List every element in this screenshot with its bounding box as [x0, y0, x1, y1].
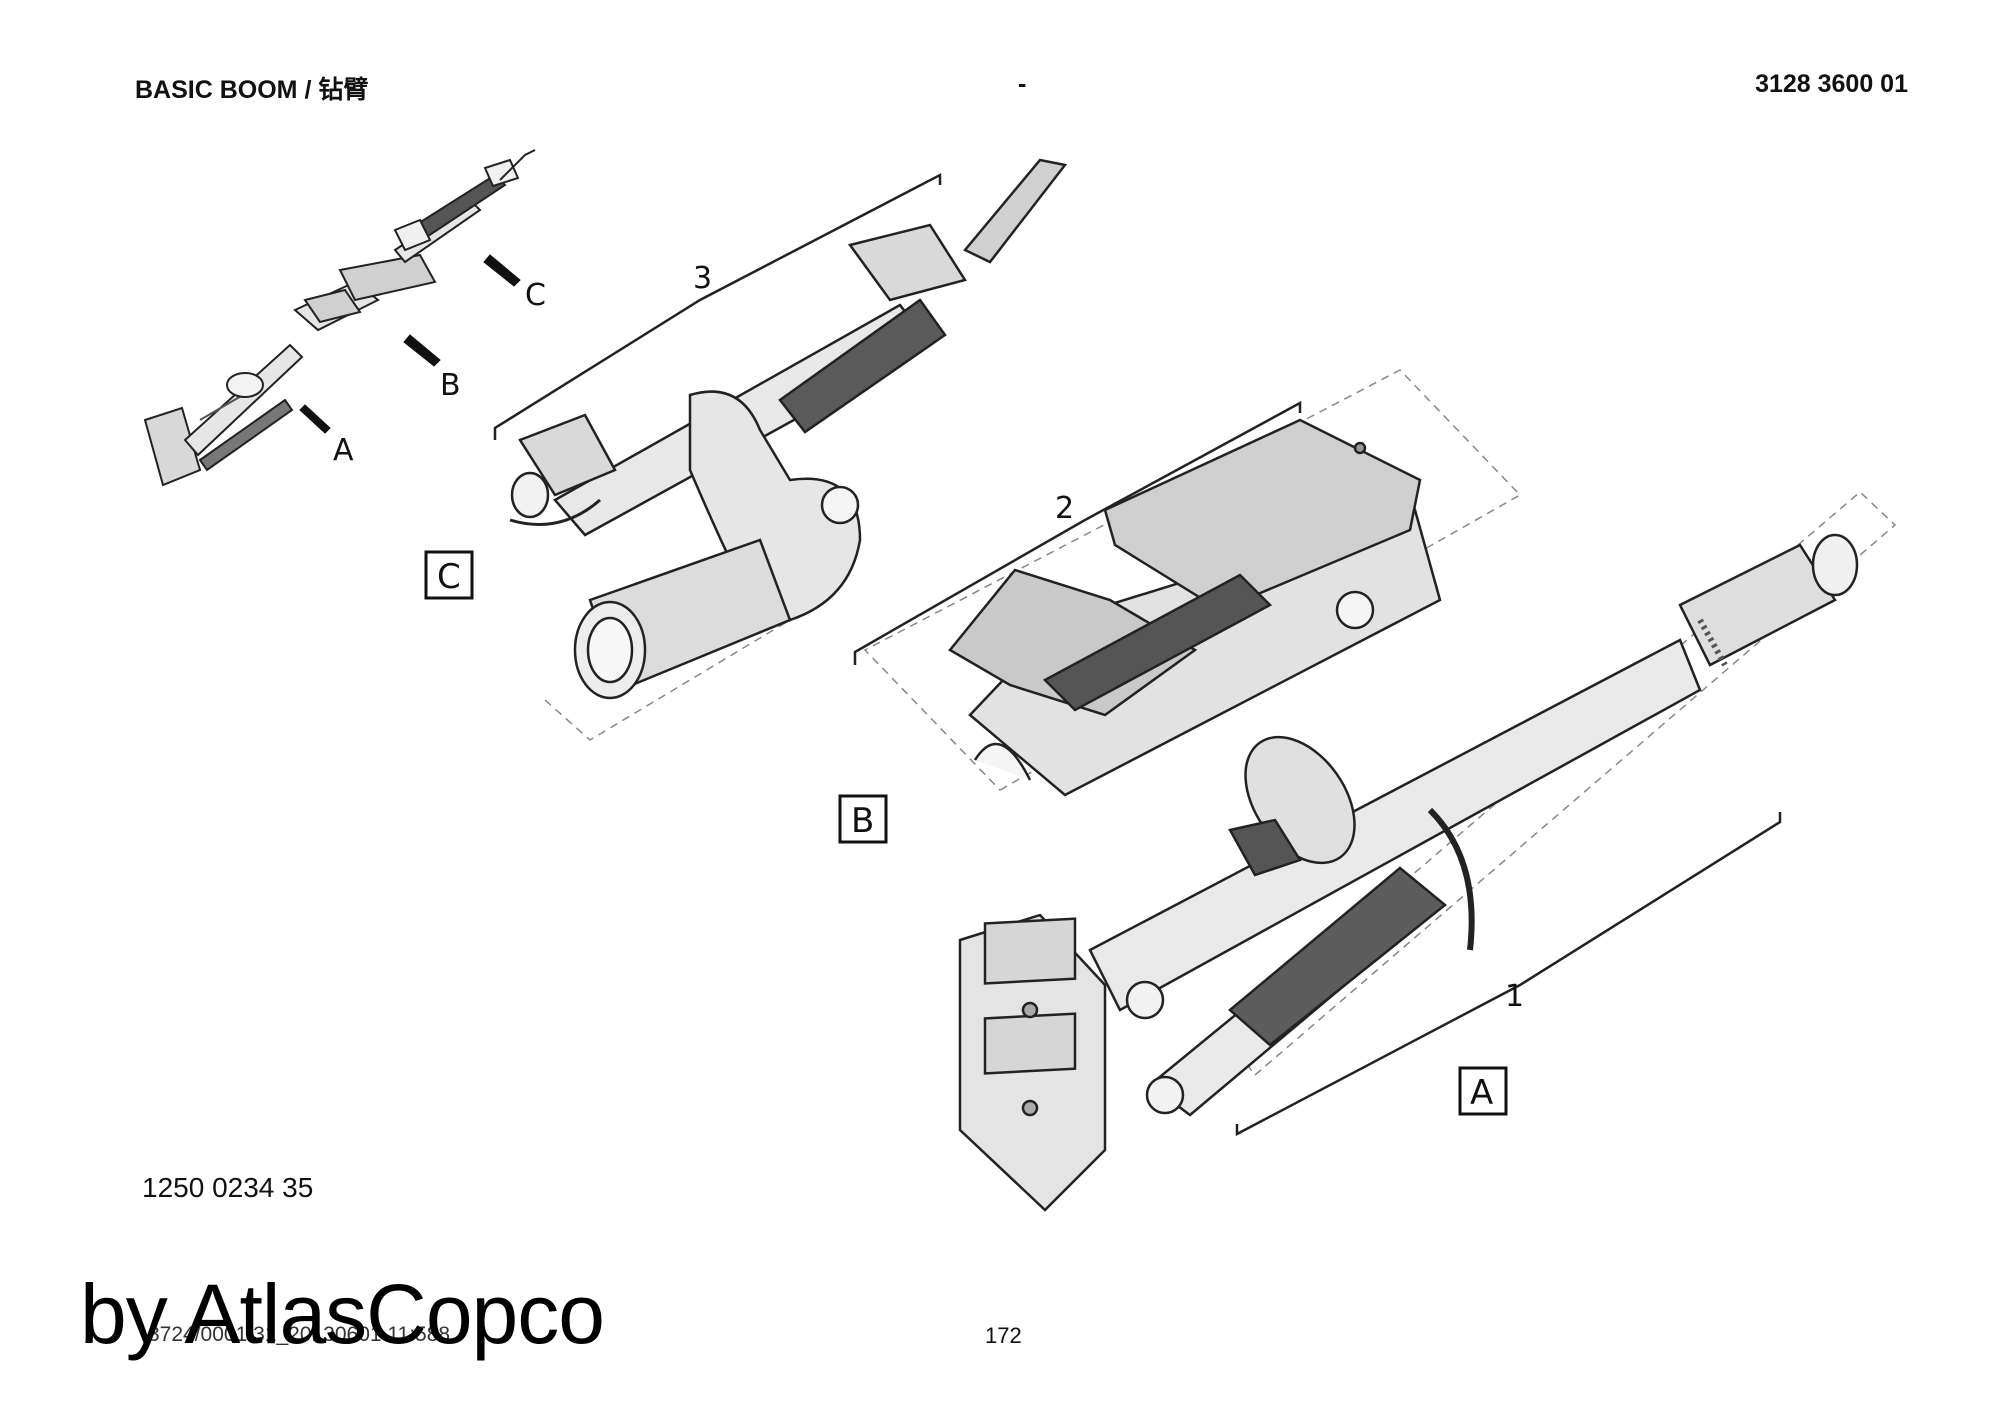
header-separator: - — [1018, 70, 1027, 98]
page-number: 172 — [985, 1323, 1022, 1348]
item-number-2: 2 — [1055, 491, 1074, 526]
overview-callout-arrows — [299, 254, 521, 434]
view-label-b: B — [838, 794, 888, 844]
drawing-number: 1250 0234 35 — [142, 1172, 314, 1203]
svg-text:B: B — [851, 801, 874, 841]
overview-callout-a: A — [333, 433, 354, 468]
item-number-3: 3 — [693, 261, 712, 296]
document-reference: 3724/0001 31_20130601 11:588 — [148, 1323, 451, 1346]
part-1-main-boom — [958, 490, 1897, 1212]
item-number-1: 1 — [1505, 979, 1524, 1014]
svg-text:A: A — [1470, 1073, 1493, 1113]
overview-boom-illustration — [143, 149, 536, 487]
overview-callout-c: C — [525, 278, 546, 313]
part-number: 3128 3600 01 — [1755, 70, 1908, 98]
view-label-a: A — [1458, 1066, 1508, 1116]
page-title: BASIC BOOM / 钻臂 — [135, 76, 369, 104]
part-2-cradle — [853, 369, 1522, 797]
svg-text:C: C — [437, 557, 461, 597]
watermark-text: by AtlasCopco — [80, 1267, 605, 1361]
view-label-c: C — [424, 550, 474, 600]
part-3-upper-boom — [493, 158, 1068, 741]
overview-callout-b: B — [440, 368, 461, 403]
